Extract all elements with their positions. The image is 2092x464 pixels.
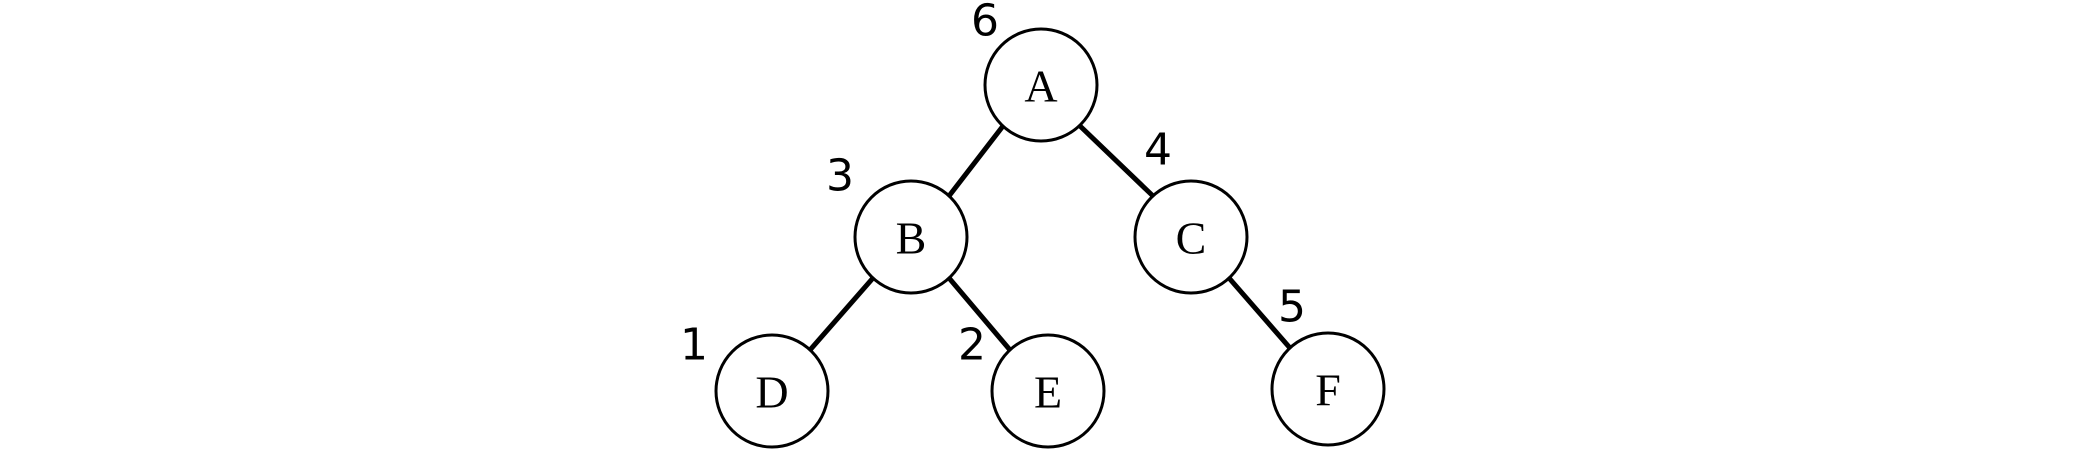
edge-a-b [947, 124, 1005, 198]
weight-label-f: 5 [1278, 282, 1306, 333]
node-label-a: A [1024, 61, 1057, 112]
node-f[interactable]: F [1270, 331, 1386, 447]
node-e[interactable]: E [990, 333, 1106, 449]
edge-c-f [1227, 276, 1292, 350]
weight-label-c: 4 [1144, 125, 1172, 176]
node-circle-b[interactable] [853, 179, 969, 295]
nodes-group: A B C D E F [714, 27, 1386, 449]
node-circle-c[interactable] [1133, 179, 1249, 295]
node-a[interactable]: A [983, 27, 1099, 143]
node-c[interactable]: C [1133, 179, 1249, 295]
weight-label-b: 3 [826, 151, 854, 202]
node-label-f: F [1315, 365, 1341, 416]
node-circle-a[interactable] [983, 27, 1099, 143]
edge-b-d [808, 276, 875, 352]
node-d[interactable]: D [714, 333, 830, 449]
node-label-e: E [1034, 367, 1062, 418]
edge-b-e [947, 276, 1012, 352]
node-circle-d[interactable] [714, 333, 830, 449]
weight-label-e: 2 [958, 320, 986, 371]
node-label-d: D [755, 367, 788, 418]
edges-group [808, 124, 1292, 352]
weight-label-d: 1 [680, 320, 708, 371]
edge-a-c [1078, 124, 1155, 198]
node-circle-f[interactable] [1270, 331, 1386, 447]
node-b[interactable]: B [853, 179, 969, 295]
node-label-c: C [1176, 213, 1207, 264]
weight-label-a: 6 [971, 0, 999, 47]
weights-group: 6 3 4 1 2 5 [680, 0, 1306, 371]
node-label-b: B [896, 213, 927, 264]
node-circle-e[interactable] [990, 333, 1106, 449]
